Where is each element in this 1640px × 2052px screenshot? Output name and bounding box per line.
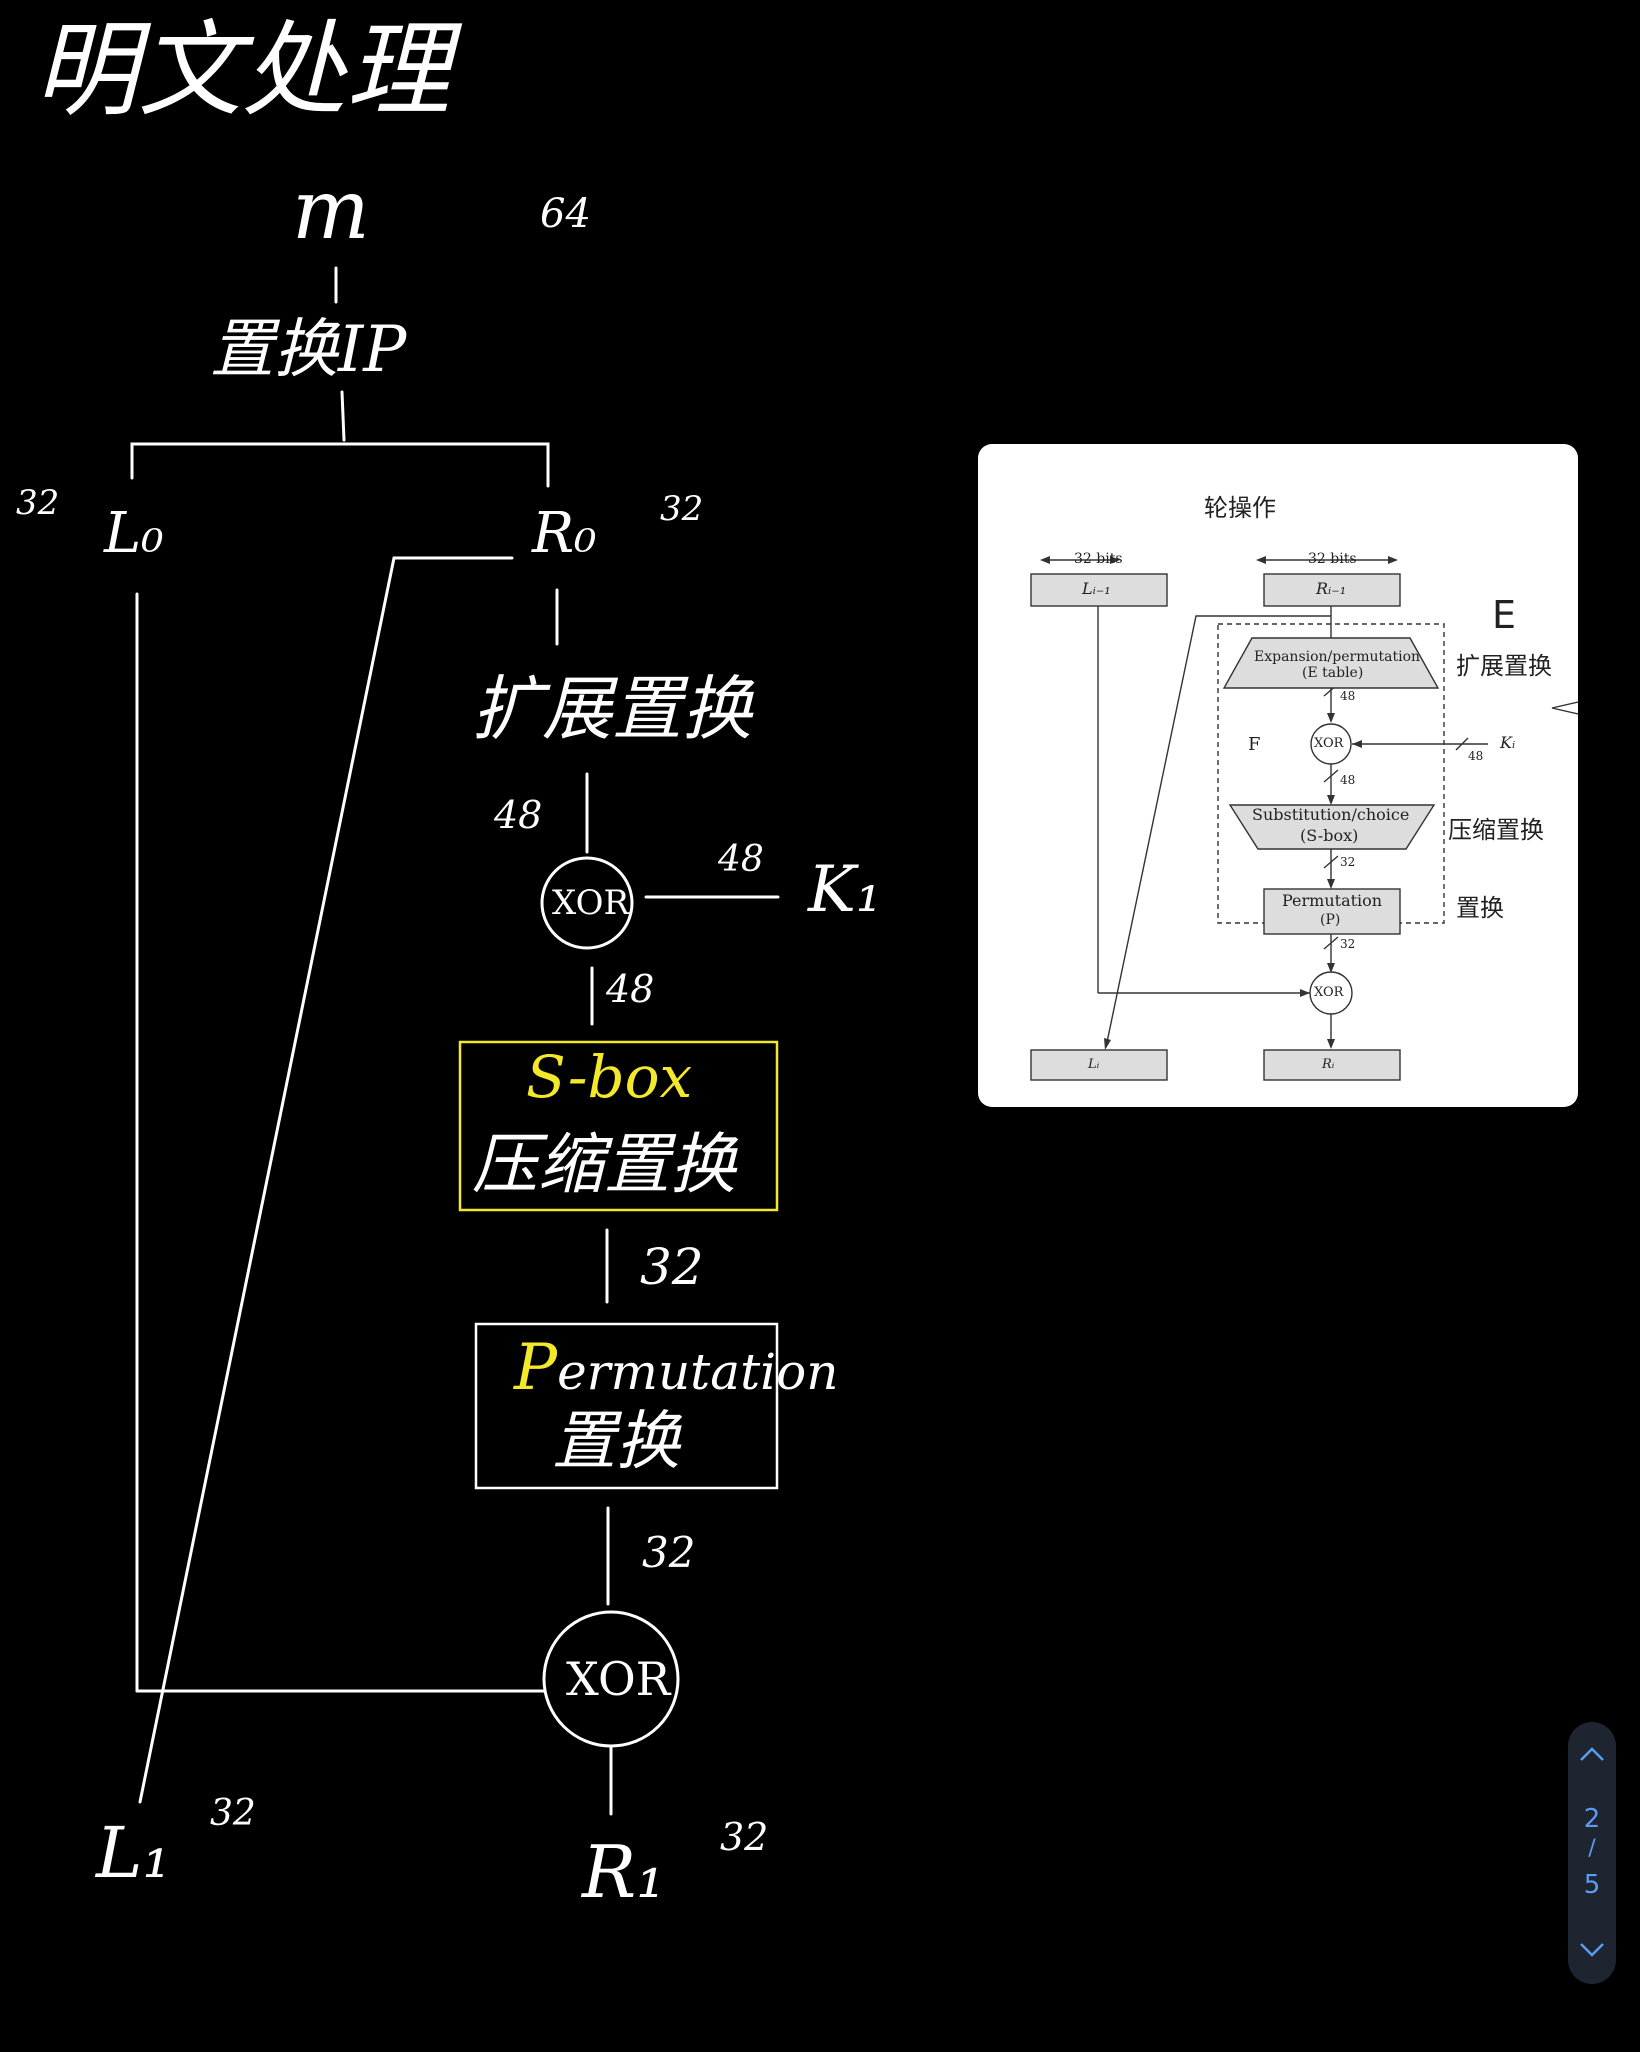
annotation-expansion: 扩展置换	[1456, 652, 1552, 680]
out-left-bits: 32	[210, 1793, 256, 1834]
xor2-label: XOR	[566, 1652, 671, 1706]
page-navigator: 2 / 5	[1568, 1722, 1616, 1984]
left-output-label: Lᵢ	[1088, 1057, 1100, 1072]
page-title: 明文处理	[34, 9, 451, 131]
left-input-label: Lᵢ₋₁	[1082, 579, 1111, 598]
reference-diagram-card[interactable]: 轮操作 32 bits 32 bits Lᵢ₋₁ Rᵢ₋₁ Expansion/…	[978, 444, 1578, 1107]
annotation-e: E	[1492, 593, 1517, 637]
current-page-number: 2	[1583, 1804, 1601, 1834]
sbox-subtitle: 压缩置换	[472, 1126, 736, 1203]
width-32-b: 32	[1340, 937, 1356, 951]
next-page-button[interactable]	[1568, 1930, 1616, 1970]
final-xor-label: XOR	[1314, 985, 1344, 1000]
message-label: m	[292, 163, 370, 258]
sbox-title: S-box	[526, 1043, 693, 1111]
expansion-bits: 48	[494, 793, 543, 837]
permutation-box-line1: Permutation	[1282, 891, 1383, 910]
width-48-a: 48	[1340, 689, 1356, 703]
expansion-label: 扩展置换	[472, 668, 752, 750]
previous-page-button[interactable]	[1568, 1734, 1616, 1774]
right-input-label: Rᵢ₋₁	[1316, 579, 1347, 598]
width-48-b: 48	[1340, 773, 1356, 787]
out-left-label: L₁	[96, 1812, 171, 1894]
out-right-bits: 32	[720, 1815, 769, 1859]
width-32-a: 32	[1340, 855, 1356, 869]
key-bits: 48	[718, 839, 764, 880]
right-output-label: Rᵢ	[1322, 1057, 1335, 1072]
left-width-label: 32 bits	[1074, 551, 1123, 567]
left-half-label: L₀	[104, 501, 164, 566]
out-right-label: R₁	[582, 1830, 666, 1914]
right-bits: 32	[660, 489, 704, 529]
total-pages: 5	[1583, 1870, 1601, 1900]
permutation-subtitle: 置换	[552, 1405, 680, 1479]
page-separator: /	[1588, 1836, 1596, 1861]
left-bits: 32	[16, 483, 60, 523]
sbox-output-bits: 32	[640, 1238, 704, 1296]
right-half-label: R₀	[532, 501, 597, 566]
sbox-box-line2: (S-box)	[1300, 826, 1359, 845]
xor1-output-bits: 48	[606, 967, 655, 1011]
right-width-label: 32 bits	[1308, 551, 1357, 567]
round-key-label: K₁	[808, 853, 882, 927]
sbox-box-line1: Substitution/choice	[1252, 805, 1410, 824]
annotation-permutation: 置换	[1456, 894, 1504, 922]
round-structure-lines	[1030, 556, 1578, 1081]
chevron-up-icon	[1580, 1747, 1604, 1761]
annotation-compression: 压缩置换	[1448, 816, 1544, 844]
expansion-box-line2: (E table)	[1302, 665, 1364, 681]
round-key-ref-label: Kᵢ	[1500, 733, 1516, 752]
key-width-48: 48	[1468, 749, 1484, 763]
permutation-output-bits: 32	[642, 1528, 696, 1577]
expansion-box-line1: Expansion/permutation	[1254, 649, 1421, 665]
initial-permutation-label: 置换IP	[210, 313, 407, 387]
reference-heading: 轮操作	[1204, 494, 1276, 522]
xor1-label: XOR	[552, 883, 630, 923]
permutation-title: Permutation	[514, 1331, 839, 1405]
message-bits: 64	[540, 191, 591, 237]
permutation-box-line2: (P)	[1320, 912, 1341, 928]
chevron-down-icon	[1580, 1943, 1604, 1957]
xor-node-label: XOR	[1314, 736, 1344, 751]
f-function-label: F	[1248, 734, 1261, 755]
